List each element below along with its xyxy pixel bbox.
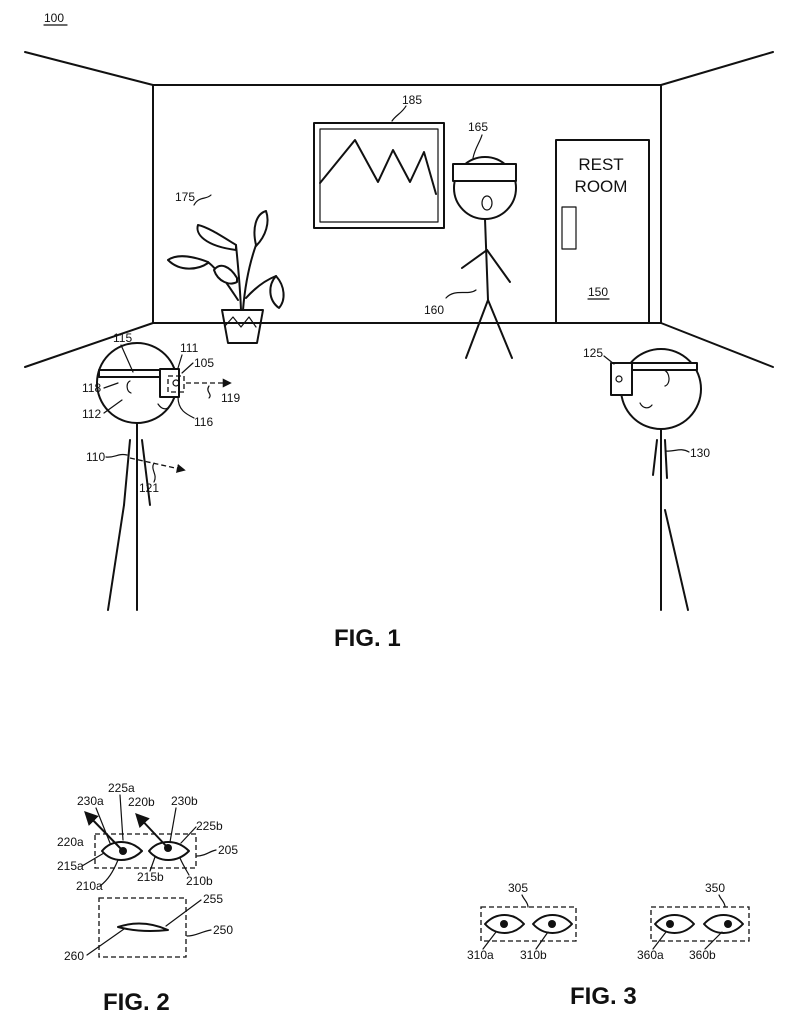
ref-185: 185 — [402, 93, 422, 107]
ref-105: 105 — [194, 356, 214, 370]
ref-225a: 225a — [108, 781, 135, 795]
ref-119: 119 — [221, 391, 240, 405]
wall-picture: 185 — [314, 93, 444, 228]
gaze-vector-left — [86, 813, 123, 851]
ref-121: 121 — [139, 481, 159, 495]
ref-230a: 230a — [77, 794, 104, 808]
ref-160: 160 — [424, 303, 444, 317]
ref-360a: 360a — [637, 948, 664, 962]
ref-210a: 210a — [76, 879, 103, 893]
eye-360b — [704, 915, 743, 933]
figure-3: 305 310a 310b 350 360a 360b FIG. 3 — [467, 881, 749, 1010]
person-left: 115 111 105 118 112 116 119 110 121 — [82, 331, 240, 610]
closed-eye — [118, 924, 168, 931]
figure-2: 225a 230a 220b 230b 225b 220a 205 215a 2… — [57, 781, 238, 1016]
fig1-caption: FIG. 1 — [334, 625, 401, 652]
ref-116: 116 — [194, 415, 213, 429]
eye-360a — [655, 915, 694, 933]
ref-250: 250 — [213, 923, 233, 937]
gaze-vector-right — [137, 815, 168, 848]
fig3-caption: FIG. 3 — [570, 983, 637, 1010]
ref-118: 118 — [82, 381, 101, 395]
sheet-ref-label: 100 — [44, 11, 64, 25]
ref-220a: 220a — [57, 835, 84, 849]
ref-215a: 215a — [57, 859, 84, 873]
ref-360b: 360b — [689, 948, 716, 962]
door-sign-line1: REST — [578, 155, 623, 174]
eye-310a — [485, 915, 524, 933]
ref-110: 110 — [86, 450, 105, 464]
ref-111: 111 — [180, 341, 199, 355]
door-sign-line2: ROOM — [575, 177, 628, 196]
ref-210b: 210b — [186, 874, 213, 888]
ref-130: 130 — [690, 446, 710, 460]
potted-plant: 175 — [168, 190, 284, 343]
restroom-door: REST ROOM 150 — [556, 140, 649, 323]
ref-215b: 215b — [137, 870, 164, 884]
ref-230b: 230b — [171, 794, 198, 808]
ref-150: 150 — [588, 285, 608, 299]
ref-350: 350 — [705, 881, 725, 895]
person-right: 125 130 — [583, 346, 710, 610]
ref-220b: 220b — [128, 795, 155, 809]
ref-255: 255 — [203, 892, 223, 906]
fig2-caption: FIG. 2 — [103, 989, 170, 1016]
ref-115: 115 — [113, 331, 132, 345]
ref-125: 125 — [583, 346, 603, 360]
ref-310b: 310b — [520, 948, 547, 962]
ref-112: 112 — [82, 407, 101, 421]
ref-310a: 310a — [467, 948, 494, 962]
ref-305: 305 — [508, 881, 528, 895]
ref-205: 205 — [218, 843, 238, 857]
ref-165: 165 — [468, 120, 488, 134]
ref-260: 260 — [64, 949, 84, 963]
eye-310b — [533, 915, 572, 933]
figure-1: 185 REST ROOM 150 175 — [25, 52, 773, 652]
room-walls — [25, 52, 773, 367]
ref-175: 175 — [175, 190, 195, 204]
ref-225b: 225b — [196, 819, 223, 833]
